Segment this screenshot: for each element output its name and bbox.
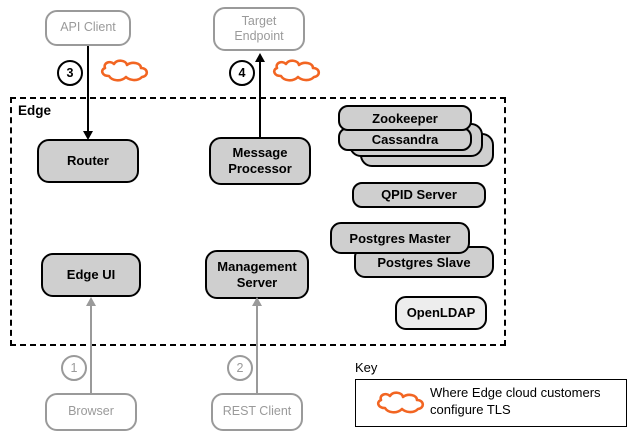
key-entry-label: Where Edge cloud customers configure TLS: [430, 385, 601, 417]
connector-message-processor-to-target: [259, 62, 261, 138]
node-browser-label: Browser: [68, 404, 114, 419]
node-cassandra[interactable]: Cassandra: [338, 127, 472, 151]
node-zookeeper[interactable]: Zookeeper: [338, 105, 472, 131]
arrowhead-into-router: [83, 131, 93, 140]
cloud-icon-key: [372, 390, 430, 423]
step-badge-1[interactable]: 1: [61, 355, 87, 381]
node-message-processor[interactable]: Message Processor: [209, 137, 311, 185]
node-openldap[interactable]: OpenLDAP: [395, 296, 487, 330]
step-badge-2-label: 2: [236, 361, 244, 375]
step-badge-3-label: 3: [66, 66, 74, 80]
node-target-endpoint-label: Target Endpoint: [234, 13, 284, 43]
key-box: [355, 379, 627, 427]
connector-browser-to-edge-ui: [90, 306, 92, 394]
node-edge-ui[interactable]: Edge UI: [41, 253, 141, 297]
connector-rest-client-to-management-server: [256, 306, 258, 394]
arrowhead-into-target-endpoint: [255, 53, 265, 62]
node-router-label: Router: [67, 153, 109, 169]
node-browser[interactable]: Browser: [45, 393, 137, 431]
edge-container: [10, 97, 506, 346]
node-router[interactable]: Router: [37, 139, 139, 183]
node-rest-client-label: REST Client: [222, 404, 292, 419]
step-badge-2[interactable]: 2: [227, 355, 253, 381]
step-badge-3[interactable]: 3: [57, 60, 83, 86]
node-stack-postgres[interactable]: Postgres Slave Postgres Master: [330, 222, 500, 284]
node-api-client[interactable]: API Client: [45, 10, 131, 46]
node-stack-zookeeper-cassandra[interactable]: Cassandra Zookeeper: [338, 105, 494, 171]
node-zookeeper-label: Zookeeper: [372, 110, 438, 126]
step-badge-1-label: 1: [70, 361, 78, 375]
key-title: Key: [355, 360, 378, 375]
step-badge-4-label: 4: [238, 66, 246, 80]
node-postgres-master-label: Postgres Master: [349, 230, 451, 246]
node-qpid-server[interactable]: QPID Server: [352, 182, 486, 208]
arrowhead-into-edge-ui: [86, 297, 96, 306]
node-management-server-label: Management Server: [217, 258, 297, 290]
arrowhead-into-management-server: [252, 297, 262, 306]
cloud-icon-step-4: [269, 58, 325, 91]
connector-api-client-to-router: [87, 46, 89, 134]
node-edge-ui-label: Edge UI: [66, 267, 116, 283]
node-rest-client[interactable]: REST Client: [211, 393, 303, 431]
node-qpid-server-label: QPID Server: [381, 187, 457, 203]
node-management-server[interactable]: Management Server: [205, 250, 309, 299]
node-cassandra-label: Cassandra: [371, 131, 439, 147]
cloud-icon-step-3: [97, 58, 153, 91]
node-postgres-slave-label: Postgres Slave: [377, 254, 471, 270]
node-openldap-label: OpenLDAP: [406, 305, 476, 321]
node-target-endpoint[interactable]: Target Endpoint: [213, 7, 305, 51]
step-badge-4[interactable]: 4: [229, 60, 255, 86]
node-postgres-master[interactable]: Postgres Master: [330, 222, 470, 254]
node-api-client-label: API Client: [60, 20, 116, 35]
edge-container-label: Edge: [18, 103, 52, 118]
node-message-processor-label: Message Processor: [228, 145, 292, 176]
